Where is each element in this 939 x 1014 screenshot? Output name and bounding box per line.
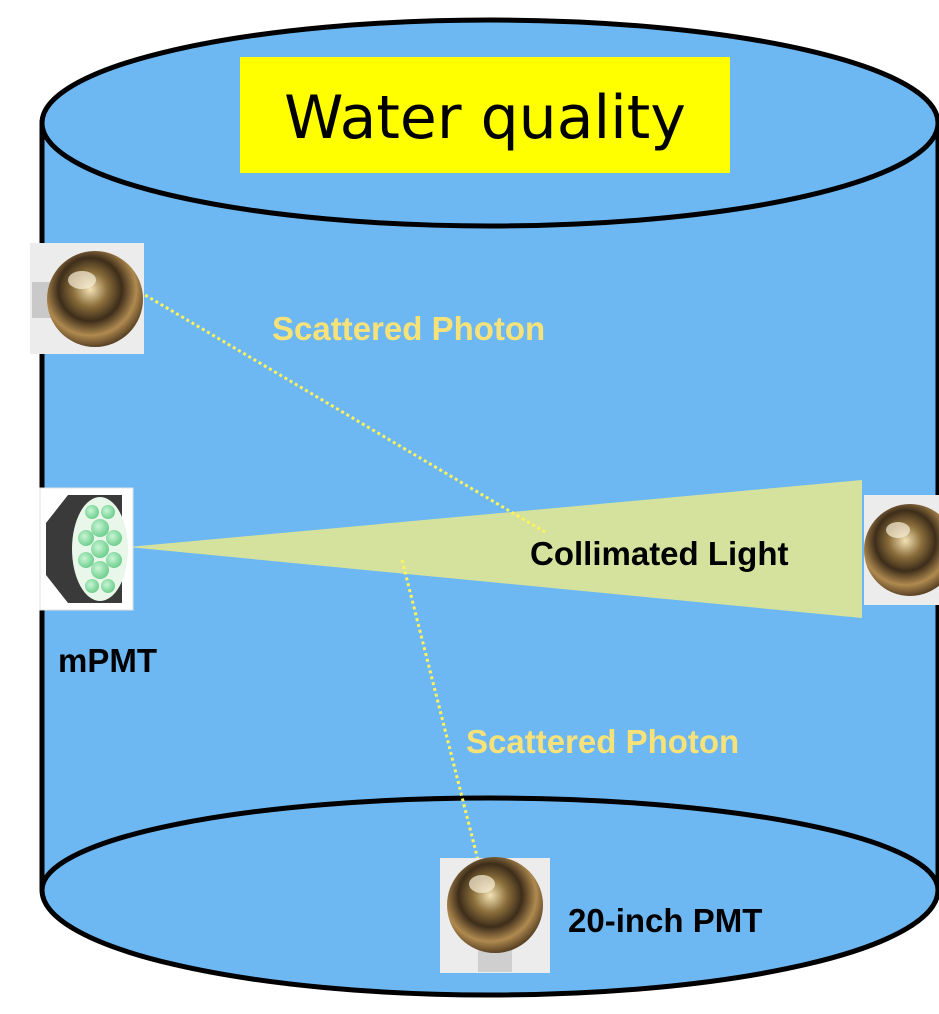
tank-bottom-front-rim: [39, 795, 939, 891]
pmt-photo-icon: [30, 243, 144, 354]
scattered-photon-label-bottom: Scattered Photon: [466, 723, 739, 760]
pmt-20inch-label: 20-inch PMT: [568, 902, 762, 939]
scattered-photon-path-bottom: [400, 559, 485, 881]
pmt-photo-icon: [440, 857, 550, 973]
collimated-light-beam: [128, 480, 862, 618]
title-highlight: [240, 57, 730, 173]
scattered-photon-path-top: [139, 290, 546, 534]
scattered-photon-label-top: Scattered Photon: [272, 310, 545, 347]
mpmt-label: mPMT: [58, 642, 157, 679]
collimated-light-label: Collimated Light: [530, 535, 789, 572]
pmt-photo-icon: [864, 495, 939, 605]
mpmt-photo-icon: [39, 487, 134, 611]
page-title: Water quality: [284, 83, 686, 153]
